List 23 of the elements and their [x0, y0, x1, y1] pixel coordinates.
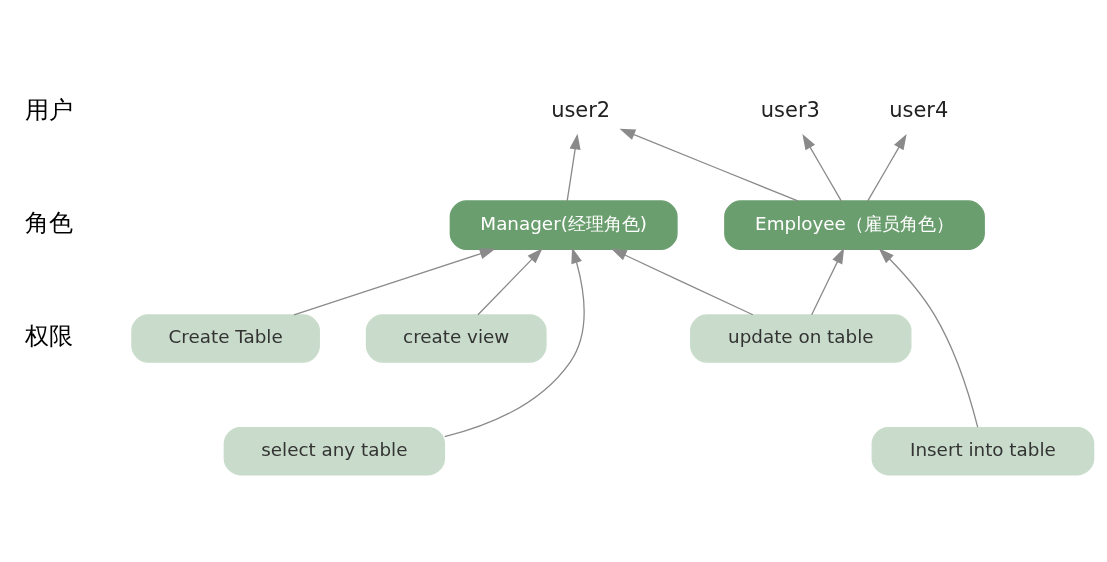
node-box: Manager(经理角色) — [449, 199, 678, 250]
arrow — [444, 247, 585, 437]
node-box: select any table — [223, 426, 446, 475]
arrow — [611, 248, 754, 315]
node-box: Insert into table — [871, 426, 1095, 475]
node-box: Create Table — [131, 313, 320, 363]
arrow — [811, 247, 845, 315]
label: 角色 — [24, 208, 73, 237]
arrow — [293, 247, 496, 315]
node-text: user3 — [760, 97, 820, 122]
label: 用户 — [24, 95, 73, 124]
arrow — [619, 128, 799, 202]
arrow — [802, 133, 842, 202]
node-text: user4 — [889, 97, 949, 122]
node-box: Employee（雇员角色） — [724, 199, 985, 250]
arrow — [867, 133, 907, 202]
arrow — [477, 247, 543, 315]
node-text: user2 — [551, 97, 611, 122]
node-box: create view — [365, 313, 547, 363]
label: 权限 — [24, 321, 73, 350]
node-box: update on table — [690, 313, 912, 363]
arrow — [878, 247, 979, 428]
arrow — [566, 133, 581, 202]
